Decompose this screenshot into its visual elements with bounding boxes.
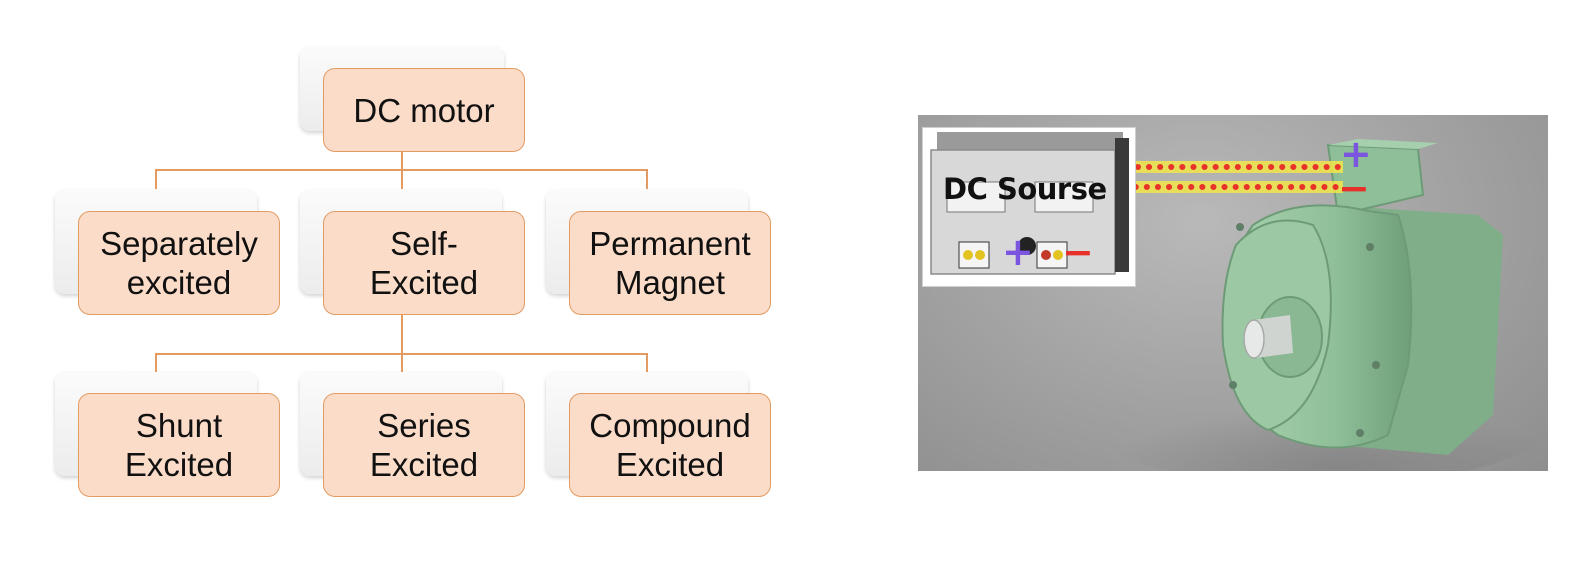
connector-to-shunt: [155, 353, 157, 373]
dc-source-label: DC Sourse: [943, 172, 1107, 206]
device-side: [1115, 138, 1129, 272]
connector-to-compound: [646, 353, 648, 373]
node-series-excited: Series Excited: [323, 393, 525, 497]
connector-self-down: [401, 313, 403, 355]
minus-sign-motor: −: [1338, 166, 1370, 210]
dc-source-device: [930, 132, 1129, 275]
terminal-post: [975, 250, 985, 260]
plus-sign-motor: +: [1340, 132, 1372, 176]
node-compound-excited: Compound Excited: [569, 393, 771, 497]
dc-motor-drawing: [1032, 139, 1548, 471]
node-shunt-excited: Shunt Excited: [78, 393, 280, 497]
connector-to-separately: [155, 169, 157, 189]
bolt: [1366, 243, 1374, 251]
meter-face: [946, 181, 1006, 213]
shaft-end: [1243, 319, 1265, 359]
terminal-post: [963, 250, 973, 260]
bolt: [1356, 429, 1364, 437]
terminal-box-top: [1328, 139, 1438, 149]
connector-root-down: [401, 152, 403, 170]
node-self-excited: Self- Excited: [323, 211, 525, 315]
terminal-post: [1053, 250, 1063, 260]
node-separately-excited: Separately excited: [78, 211, 280, 315]
bolt: [1372, 361, 1380, 369]
terminal-post: [1041, 250, 1051, 260]
motor-illustration: DC Sourse + − + −: [918, 115, 1548, 471]
bolt: [1229, 381, 1237, 389]
node-dc-motor: DC motor: [323, 68, 525, 152]
node-permanent-magnet: Permanent Magnet: [569, 211, 771, 315]
meter-face: [1034, 181, 1094, 213]
minus-sign-source: −: [1062, 230, 1094, 274]
dc-source-inset: DC Sourse: [922, 127, 1136, 287]
bolt: [1236, 223, 1244, 231]
connector-to-self: [401, 169, 403, 189]
device-top: [937, 132, 1123, 154]
connector-to-series: [401, 353, 403, 373]
connector-to-permanent: [646, 169, 648, 189]
plus-sign-source: +: [1002, 230, 1034, 274]
voltage-knob: [1018, 237, 1036, 255]
